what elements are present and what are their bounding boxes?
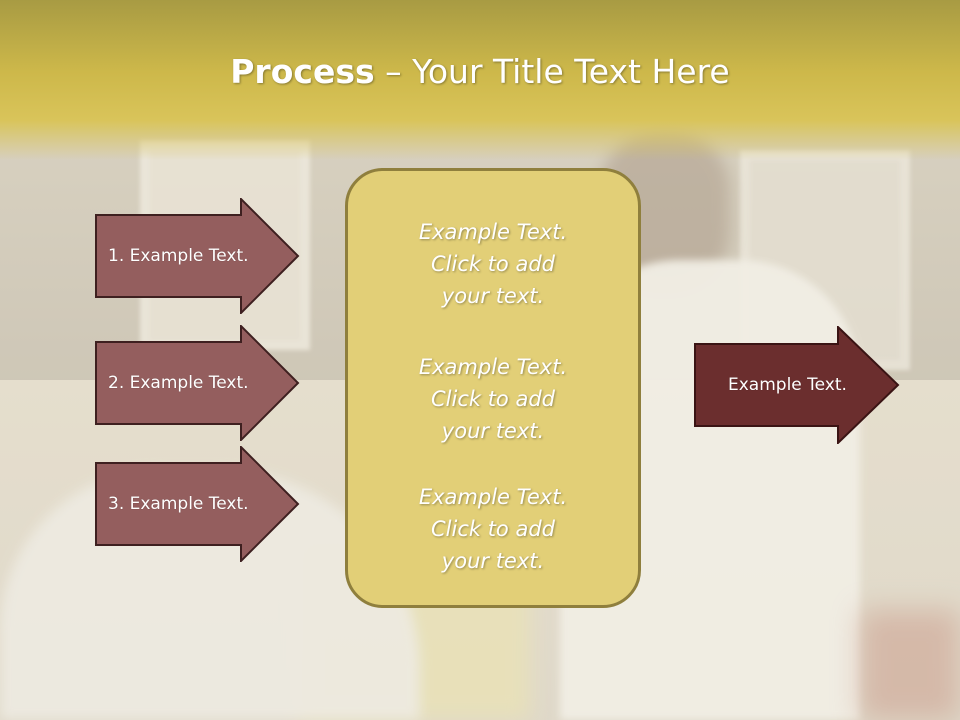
center-item-1-line3: your text. xyxy=(441,284,545,308)
center-text-box[interactable]: Example Text. Click to add your text. Ex… xyxy=(345,168,641,608)
center-item-2-line2: Click to add xyxy=(430,387,555,411)
center-item-2-line1: Example Text. xyxy=(418,355,568,379)
center-item-3-line2: Click to add xyxy=(430,517,555,541)
center-item-1-line2: Click to add xyxy=(430,252,555,276)
slide-title[interactable]: Process – Your Title Text Here xyxy=(0,52,960,91)
center-item-1-line1: Example Text. xyxy=(418,220,568,244)
center-item-1: Example Text. Click to add your text. xyxy=(348,216,638,312)
center-item-2-line3: your text. xyxy=(441,419,545,443)
center-item-3-line1: Example Text. xyxy=(418,485,568,509)
step-arrow-2-label: 2. Example Text. xyxy=(108,373,249,393)
step-arrow-2[interactable]: 2. Example Text. xyxy=(95,325,300,441)
title-bold: Process xyxy=(230,52,375,91)
result-arrow[interactable]: Example Text. xyxy=(694,326,900,444)
result-arrow-label: Example Text. xyxy=(728,375,847,395)
step-arrow-3-label: 3. Example Text. xyxy=(108,494,249,514)
step-arrow-1[interactable]: 1. Example Text. xyxy=(95,198,300,314)
step-arrow-3[interactable]: 3. Example Text. xyxy=(95,446,300,562)
center-item-3: Example Text. Click to add your text. xyxy=(348,481,638,577)
step-arrow-1-label: 1. Example Text. xyxy=(108,246,249,266)
center-item-2: Example Text. Click to add your text. xyxy=(348,351,638,447)
title-rest: – Your Title Text Here xyxy=(374,52,730,91)
title-band xyxy=(0,0,960,160)
center-item-3-line3: your text. xyxy=(441,549,545,573)
